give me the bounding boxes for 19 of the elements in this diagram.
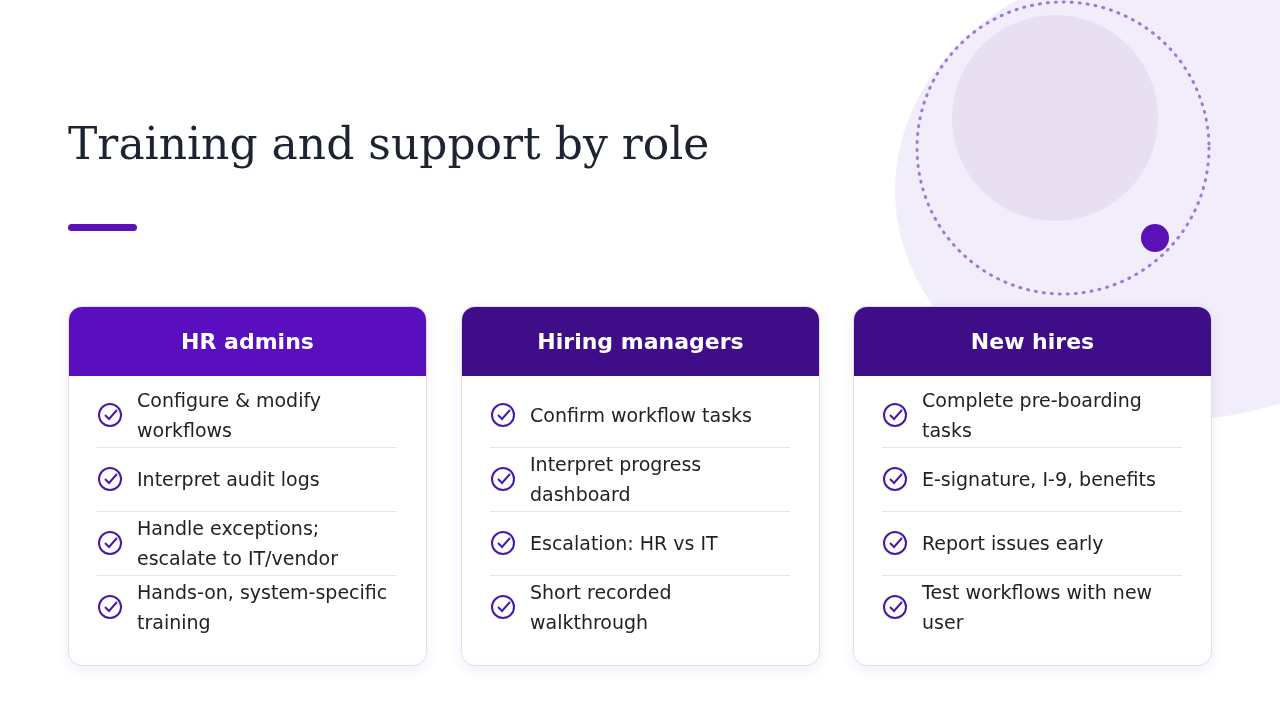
list-item: Short recorded walkthrough [530, 580, 673, 635]
list-item: Hands-on, system-specific training [137, 580, 389, 635]
list-item: Escalation: HR vs IT [530, 531, 718, 556]
card-heading: Hiring managers [462, 307, 819, 376]
card-heading: HR admins [69, 307, 426, 376]
role-card [461, 306, 820, 666]
list-item: Handle exceptions; escalate to IT/vendor [137, 516, 339, 571]
list-item: Interpret progress dashboard [530, 452, 703, 507]
list-item: Report issues early [922, 531, 1104, 556]
list-item: Interpret audit logs [137, 467, 320, 492]
role-card [853, 306, 1212, 666]
slide-title: Training and support by role [68, 118, 710, 169]
list-item: Confirm workflow tasks [530, 403, 752, 428]
list-item: E-signature, I-9, benefits [922, 467, 1156, 492]
card-heading: New hires [854, 307, 1211, 376]
role-card [68, 306, 427, 666]
list-item: Test workflows with new user [922, 580, 1154, 635]
list-item: Complete pre-boarding tasks [922, 388, 1143, 443]
list-item: Configure & modify workflows [137, 388, 323, 443]
